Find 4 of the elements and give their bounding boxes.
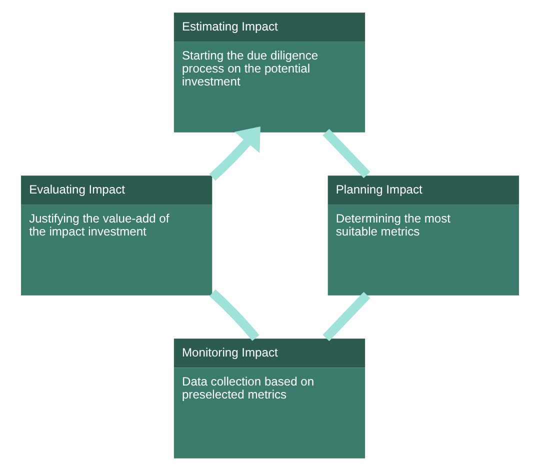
connector — [322, 128, 370, 178]
arrow — [209, 126, 260, 181]
connector — [209, 289, 260, 341]
connector — [322, 292, 370, 342]
